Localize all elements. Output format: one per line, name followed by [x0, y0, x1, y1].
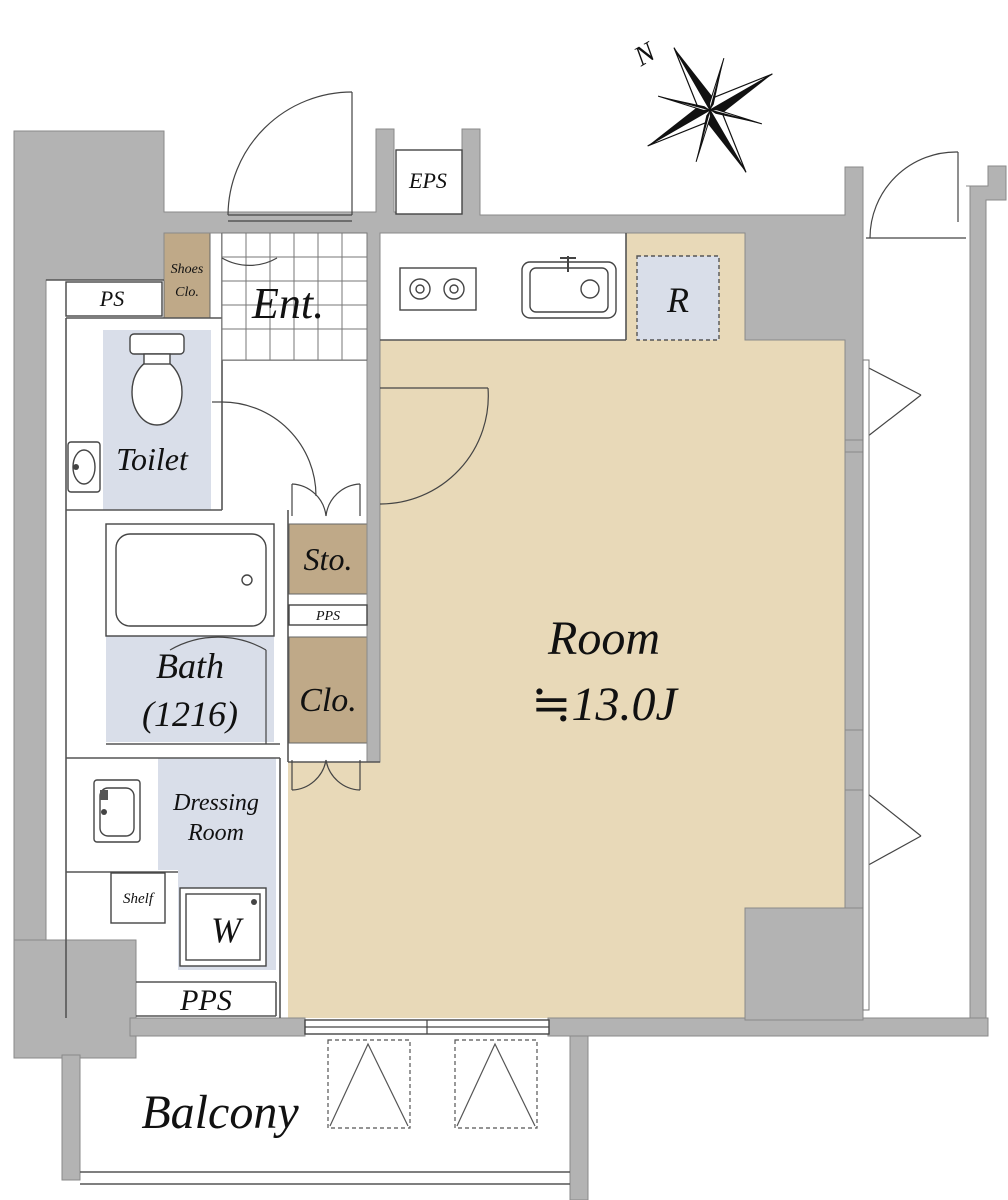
wall-south — [129, 1017, 306, 1037]
room-floor — [288, 233, 845, 1018]
washer-icon — [179, 887, 267, 967]
wall-balcony-post — [61, 1054, 81, 1181]
door-swing-icon — [866, 151, 966, 239]
door-swing-icon — [379, 387, 489, 505]
sink-icon — [521, 256, 617, 319]
dressing-label-1: Dressing — [172, 790, 259, 816]
walls — [13, 128, 1007, 1200]
toilet-icon — [129, 333, 185, 426]
door-swing-icon — [212, 401, 317, 497]
washer-label: W — [211, 910, 244, 950]
door-swing-icon — [221, 257, 278, 266]
dressing-floor — [158, 758, 276, 870]
washbasin-icon — [93, 779, 141, 843]
refrigerator-label: R — [666, 280, 689, 320]
partitions — [46, 149, 627, 1018]
door-swing-icon — [169, 636, 267, 651]
wall-east-mid — [844, 729, 864, 791]
balcony — [80, 1039, 570, 1185]
wall-west-lower — [13, 939, 137, 1059]
pps-large-label: PPS — [179, 984, 232, 1017]
door-swing-icon — [227, 91, 353, 222]
compass-rose-icon — [647, 47, 773, 173]
shoes-closet-label-1: Shoes — [171, 262, 204, 277]
dressing-label-2: Room — [187, 820, 244, 846]
bathtub-icon — [105, 523, 275, 637]
pps-small-box — [288, 604, 368, 626]
refrigerator-space — [636, 255, 720, 341]
wall-far-east — [966, 165, 1007, 1019]
storage-label: Sto. — [304, 541, 353, 577]
wall-south-mid — [547, 1017, 989, 1037]
window-icon — [304, 1019, 550, 1035]
wall-east-step — [744, 907, 864, 1021]
shelf-label: Shelf — [123, 891, 155, 907]
door-swing-icon — [291, 759, 361, 791]
window-icon — [862, 364, 922, 869]
toilet-label: Toilet — [116, 441, 189, 477]
wall-east-top — [844, 439, 864, 453]
compass-north-label: N — [628, 36, 662, 73]
washbasin-icon — [67, 441, 101, 493]
pps-small-label: PPS — [315, 609, 340, 624]
shoes-closet-label-2: Clo. — [175, 285, 199, 300]
room-size-label: ≒13.0J — [531, 678, 679, 731]
wall-balcony-east — [569, 1035, 589, 1200]
fixtures — [67, 256, 617, 967]
bath-label-2: (1216) — [142, 694, 238, 734]
labels: Ent. Shoes Clo. PS EPS R Toilet Sto. PPS… — [99, 168, 689, 1139]
doors — [169, 91, 966, 1035]
ps-box — [65, 281, 163, 317]
door-swing-icon — [291, 483, 361, 517]
closet-fill — [288, 636, 368, 744]
eps-label: EPS — [408, 168, 447, 193]
eps-box — [395, 149, 463, 215]
window-icon — [862, 359, 870, 1011]
stove-icon — [399, 267, 477, 311]
entrance-tiles — [221, 232, 368, 361]
bath-label-1: Bath — [156, 646, 224, 686]
ps-label: PS — [99, 286, 124, 311]
entrance-label: Ent. — [251, 279, 324, 328]
storage-fill — [288, 523, 368, 595]
outdoor-unit — [327, 1039, 538, 1129]
shelf-box — [110, 872, 166, 924]
closet-label: Clo. — [299, 682, 357, 719]
room-name-label: Room — [547, 612, 660, 665]
balcony-label: Balcony — [141, 1086, 299, 1139]
